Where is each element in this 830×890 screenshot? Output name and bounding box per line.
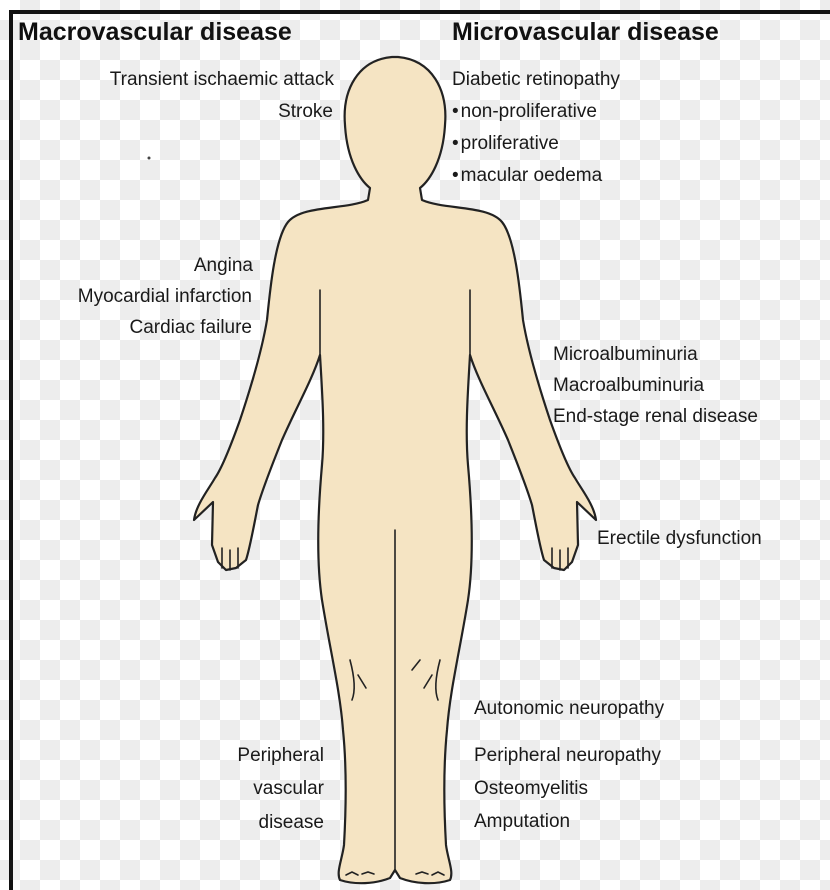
label-end-stage-renal-disease: End-stage renal disease	[553, 405, 830, 429]
macrovascular-heading: Macrovascular disease	[18, 18, 292, 47]
label-peripheral: Peripheral	[237, 744, 324, 768]
label-vascular: vascular	[253, 777, 324, 801]
label-peripheral-neuropathy: Peripheral neuropathy	[474, 744, 661, 768]
microvascular-heading: Microvascular disease	[452, 18, 719, 47]
label-macular-oedema: macular oedema	[452, 164, 602, 188]
stray-dot	[148, 157, 151, 160]
label-diabetic-retinopathy: Diabetic retinopathy	[452, 68, 620, 92]
label-macroalbuminuria: Macroalbuminuria	[553, 374, 704, 398]
label-disease: disease	[259, 811, 325, 835]
label-transient-ischaemic-attack: Transient ischaemic attack	[110, 68, 334, 92]
label-amputation: Amputation	[474, 810, 570, 834]
label-myocardial-infarction: Myocardial infarction	[78, 285, 252, 309]
label-osteomyelitis: Osteomyelitis	[474, 777, 588, 801]
label-cardiac-failure: Cardiac failure	[130, 316, 253, 340]
label-autonomic-neuropathy: Autonomic neuropathy	[474, 697, 664, 721]
label-angina: Angina	[194, 254, 253, 278]
label-stroke: Stroke	[278, 100, 333, 124]
label-non-proliferative: non-proliferative	[452, 100, 597, 124]
label-microalbuminuria: Microalbuminuria	[553, 343, 698, 367]
label-erectile-dysfunction: Erectile dysfunction	[597, 527, 762, 551]
label-proliferative: proliferative	[452, 132, 559, 156]
